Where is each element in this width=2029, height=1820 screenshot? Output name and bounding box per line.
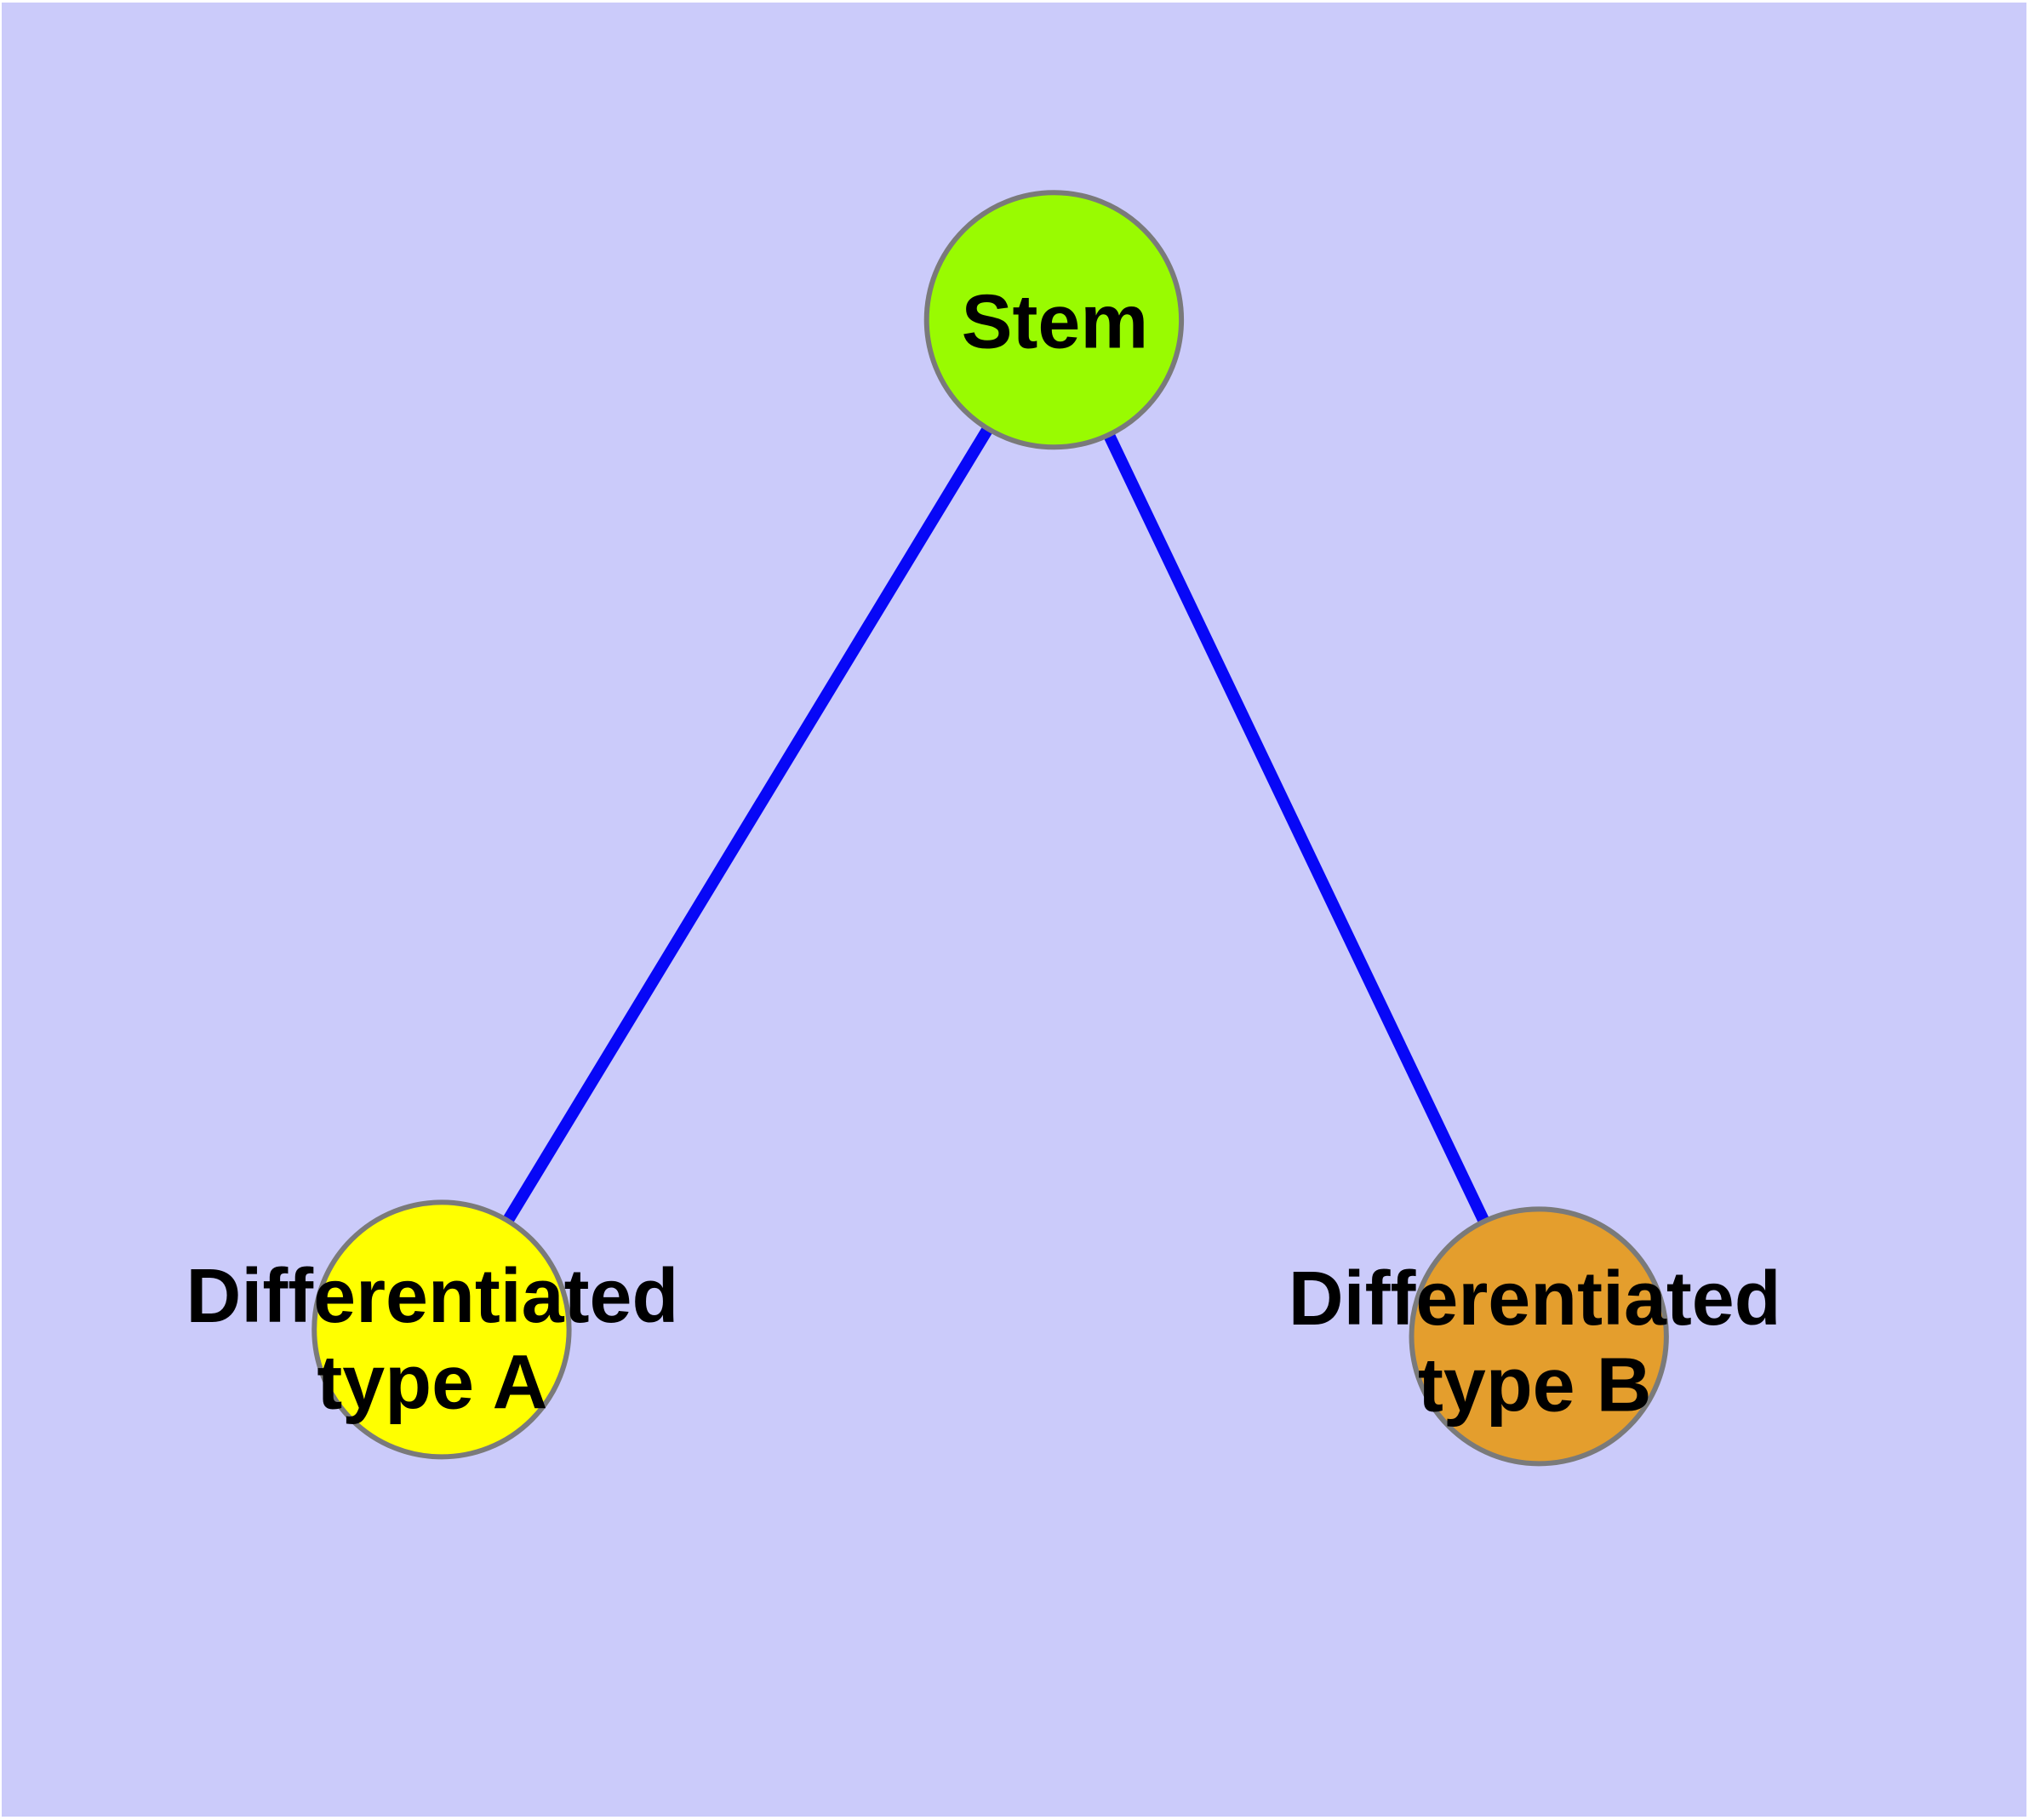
diagram-background: Stem Differentiated type A Differentiate…	[2, 3, 2026, 1817]
node-differentiated-type-a	[311, 1199, 572, 1460]
node-stem	[923, 190, 1185, 450]
graph-canvas: Stem Differentiated type A Differentiate…	[2, 3, 2026, 1817]
edge-stem-to-type-a	[436, 317, 1060, 1333]
node-type-a-label-line1: Differentiated	[186, 1254, 679, 1339]
node-type-b-label-line2: type B	[1418, 1343, 1651, 1428]
node-stem-label: Stem	[962, 280, 1149, 365]
node-type-b-label-line1: Differentiated	[1289, 1256, 1781, 1342]
edge-stem-to-type-b	[1049, 317, 1545, 1339]
node-differentiated-type-b	[1409, 1206, 1669, 1467]
node-type-a-label-line2: type A	[317, 1341, 547, 1426]
